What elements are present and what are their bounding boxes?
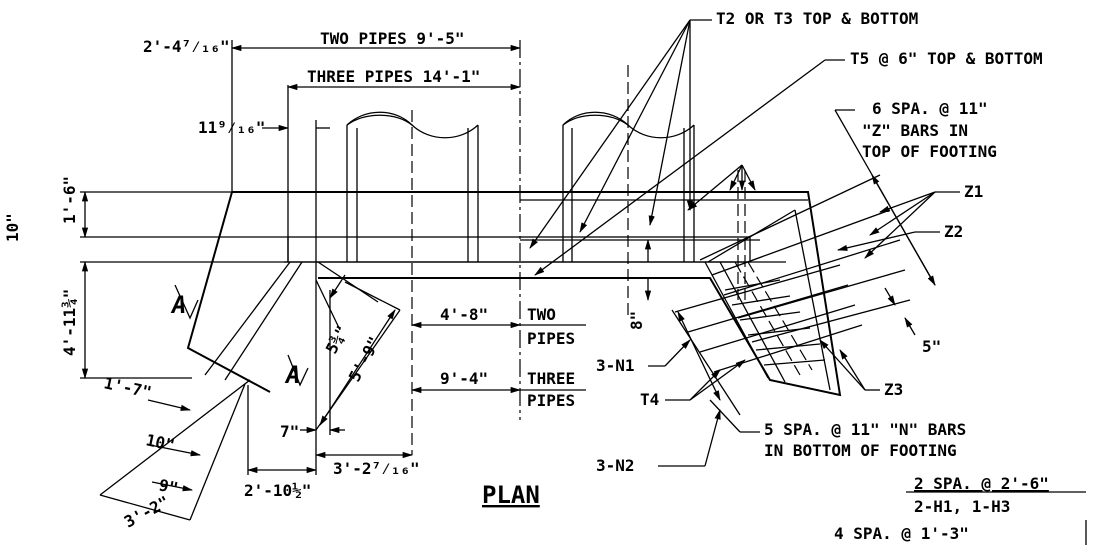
section-mark-a-2: A (284, 361, 300, 389)
section-marks: A A (170, 291, 300, 389)
dim-9-4: 9'-4" (440, 369, 488, 388)
dim-2-4-7-16: 2'-4⁷⁄₁₆" (143, 37, 230, 56)
dim-3-2-7-16: 3'-2⁷⁄₁₆" (333, 459, 420, 478)
dim-1-6: 1'-6" (60, 176, 79, 224)
dim-two-pipes-a: TWO (527, 305, 556, 324)
leader-lines (174, 19, 960, 467)
callout-n-bars-2: IN BOTTOM OF FOOTING (764, 441, 957, 460)
callout-t4: T4 (640, 390, 659, 409)
bar-schedule: 2 SPA. @ 2'-6" 2-H1, 1-H3 4 SPA. @ 1'-3" (834, 474, 1049, 543)
dim-three-pipes-b: PIPES (527, 391, 575, 410)
footing-outline (186, 191, 842, 397)
dim-5: 5" (922, 337, 941, 356)
pipe-left (346, 110, 479, 455)
schedule-lines (906, 491, 1087, 545)
dim-3-2: 3'-2" (121, 492, 172, 531)
dim-10-side: 10" (3, 213, 22, 242)
dim-two-pipes-b: PIPES (527, 329, 575, 348)
page-title: PLAN (482, 481, 540, 509)
callout-z-bars-2: "Z" BARS IN (862, 121, 968, 140)
section-mark-a-1: A (170, 291, 186, 319)
dim-three-pipes-a: THREE (527, 369, 575, 388)
dimension-lines (81, 44, 936, 521)
dim-10: 10" (144, 430, 176, 455)
dim-three-pipes: THREE PIPES 14'-1" (307, 67, 480, 86)
callout-t5: T5 @ 6" TOP & BOTTOM (850, 49, 1043, 68)
callout-z-bars-1: 6 SPA. @ 11" (872, 99, 988, 118)
callout-n1: 3-N1 (596, 356, 635, 375)
dim-4-8: 4'-8" (440, 305, 488, 324)
callout-n2: 3-N2 (596, 456, 635, 475)
dimension-labels: TWO PIPES 9'-5" THREE PIPES 14'-1" 2'-4⁷… (3, 29, 941, 532)
dim-5-3-4: 5¾" (322, 322, 352, 356)
callout-n-bars-1: 5 SPA. @ 11" "N" BARS (764, 420, 966, 439)
dim-11-9-16: 11⁹⁄₁₆" (198, 118, 265, 137)
schedule-row-2: 2-H1, 1-H3 (914, 497, 1010, 516)
callout-z-bars-3: TOP OF FOOTING (862, 142, 997, 161)
dim-5-9: 5'-9" (345, 333, 384, 384)
dim-two-pipes: TWO PIPES 9'-5" (320, 29, 465, 48)
dim-7: 7" (280, 422, 299, 441)
reference-lines (80, 40, 746, 420)
callout-z3: Z3 (884, 380, 903, 399)
schedule-row-1: 2 SPA. @ 2'-6" (914, 474, 1049, 493)
dim-8: 8" (627, 311, 646, 330)
dim-9: 9" (157, 475, 180, 498)
callout-t2-t3: T2 OR T3 TOP & BOTTOM (716, 9, 918, 28)
pipe-right (562, 65, 695, 320)
dim-2-10-1-2: 2'-10½" (244, 481, 311, 500)
callout-z1: Z1 (964, 182, 983, 201)
callout-labels: T2 OR T3 TOP & BOTTOM T5 @ 6" TOP & BOTT… (596, 9, 1043, 475)
callout-z2: Z2 (944, 222, 963, 241)
dim-4-11-3-4: 4'-11¾" (60, 289, 79, 356)
schedule-row-3: 4 SPA. @ 1'-3" (834, 524, 969, 543)
